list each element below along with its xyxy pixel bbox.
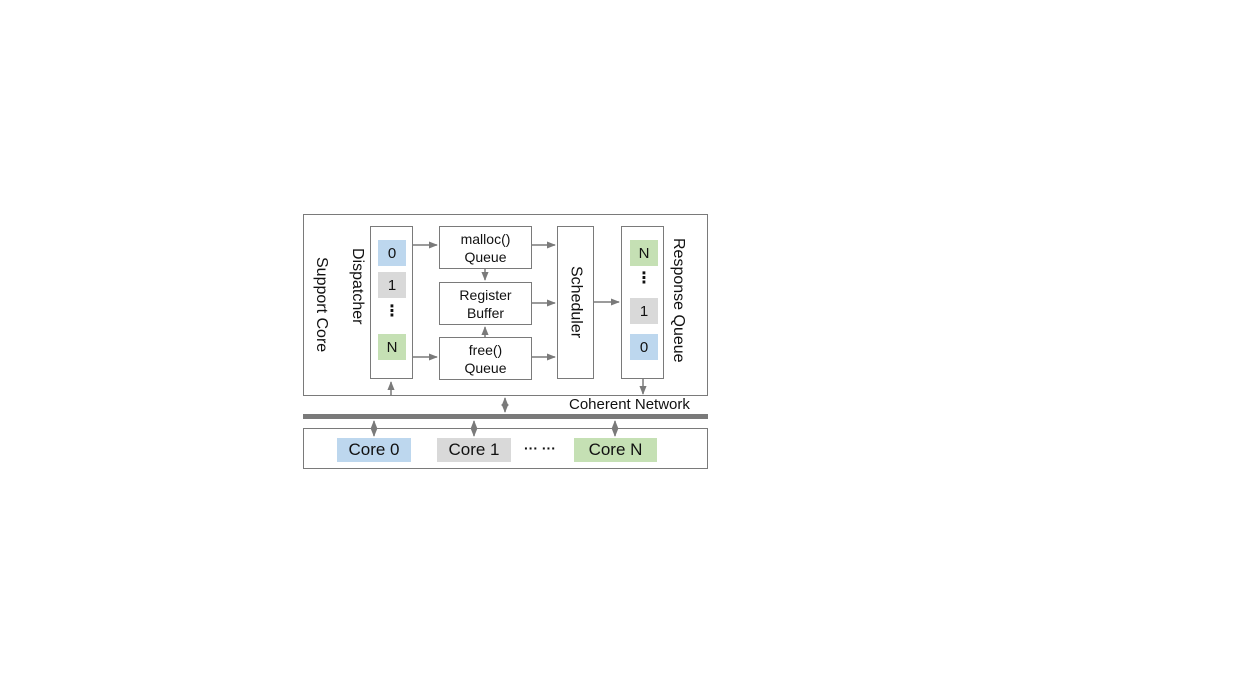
support-core-label: Support Core (313, 257, 330, 353)
dispatcher-slot-1: 1 (378, 272, 406, 298)
response-queue-label: Response Queue (670, 237, 687, 363)
register-buffer-box (439, 282, 532, 325)
response-slot-n: N (630, 240, 658, 266)
register-buffer-label: Register Buffer (459, 286, 512, 321)
response-slot-0: 0 (630, 334, 658, 360)
dispatcher-label: Dispatcher (349, 247, 366, 325)
free-queue-box (439, 337, 532, 380)
malloc-queue-label: malloc() Queue (460, 230, 511, 265)
free-queue-label: free() Queue (464, 341, 507, 376)
core-1: Core 1 (437, 438, 511, 462)
malloc-queue-box (439, 226, 532, 269)
core-n: Core N (574, 438, 657, 462)
scheduler-box (557, 226, 594, 379)
cores-ellipsis: ··· ··· (524, 440, 556, 456)
scheduler-label: Scheduler (567, 266, 585, 339)
core-0: Core 0 (337, 438, 411, 462)
coherent-network-label: Coherent Network (569, 396, 690, 413)
dispatcher-slot-0: 0 (378, 240, 406, 266)
dispatcher-slot-n: N (378, 334, 406, 360)
coherent-network-bus (303, 414, 708, 419)
response-slot-1: 1 (630, 298, 658, 324)
